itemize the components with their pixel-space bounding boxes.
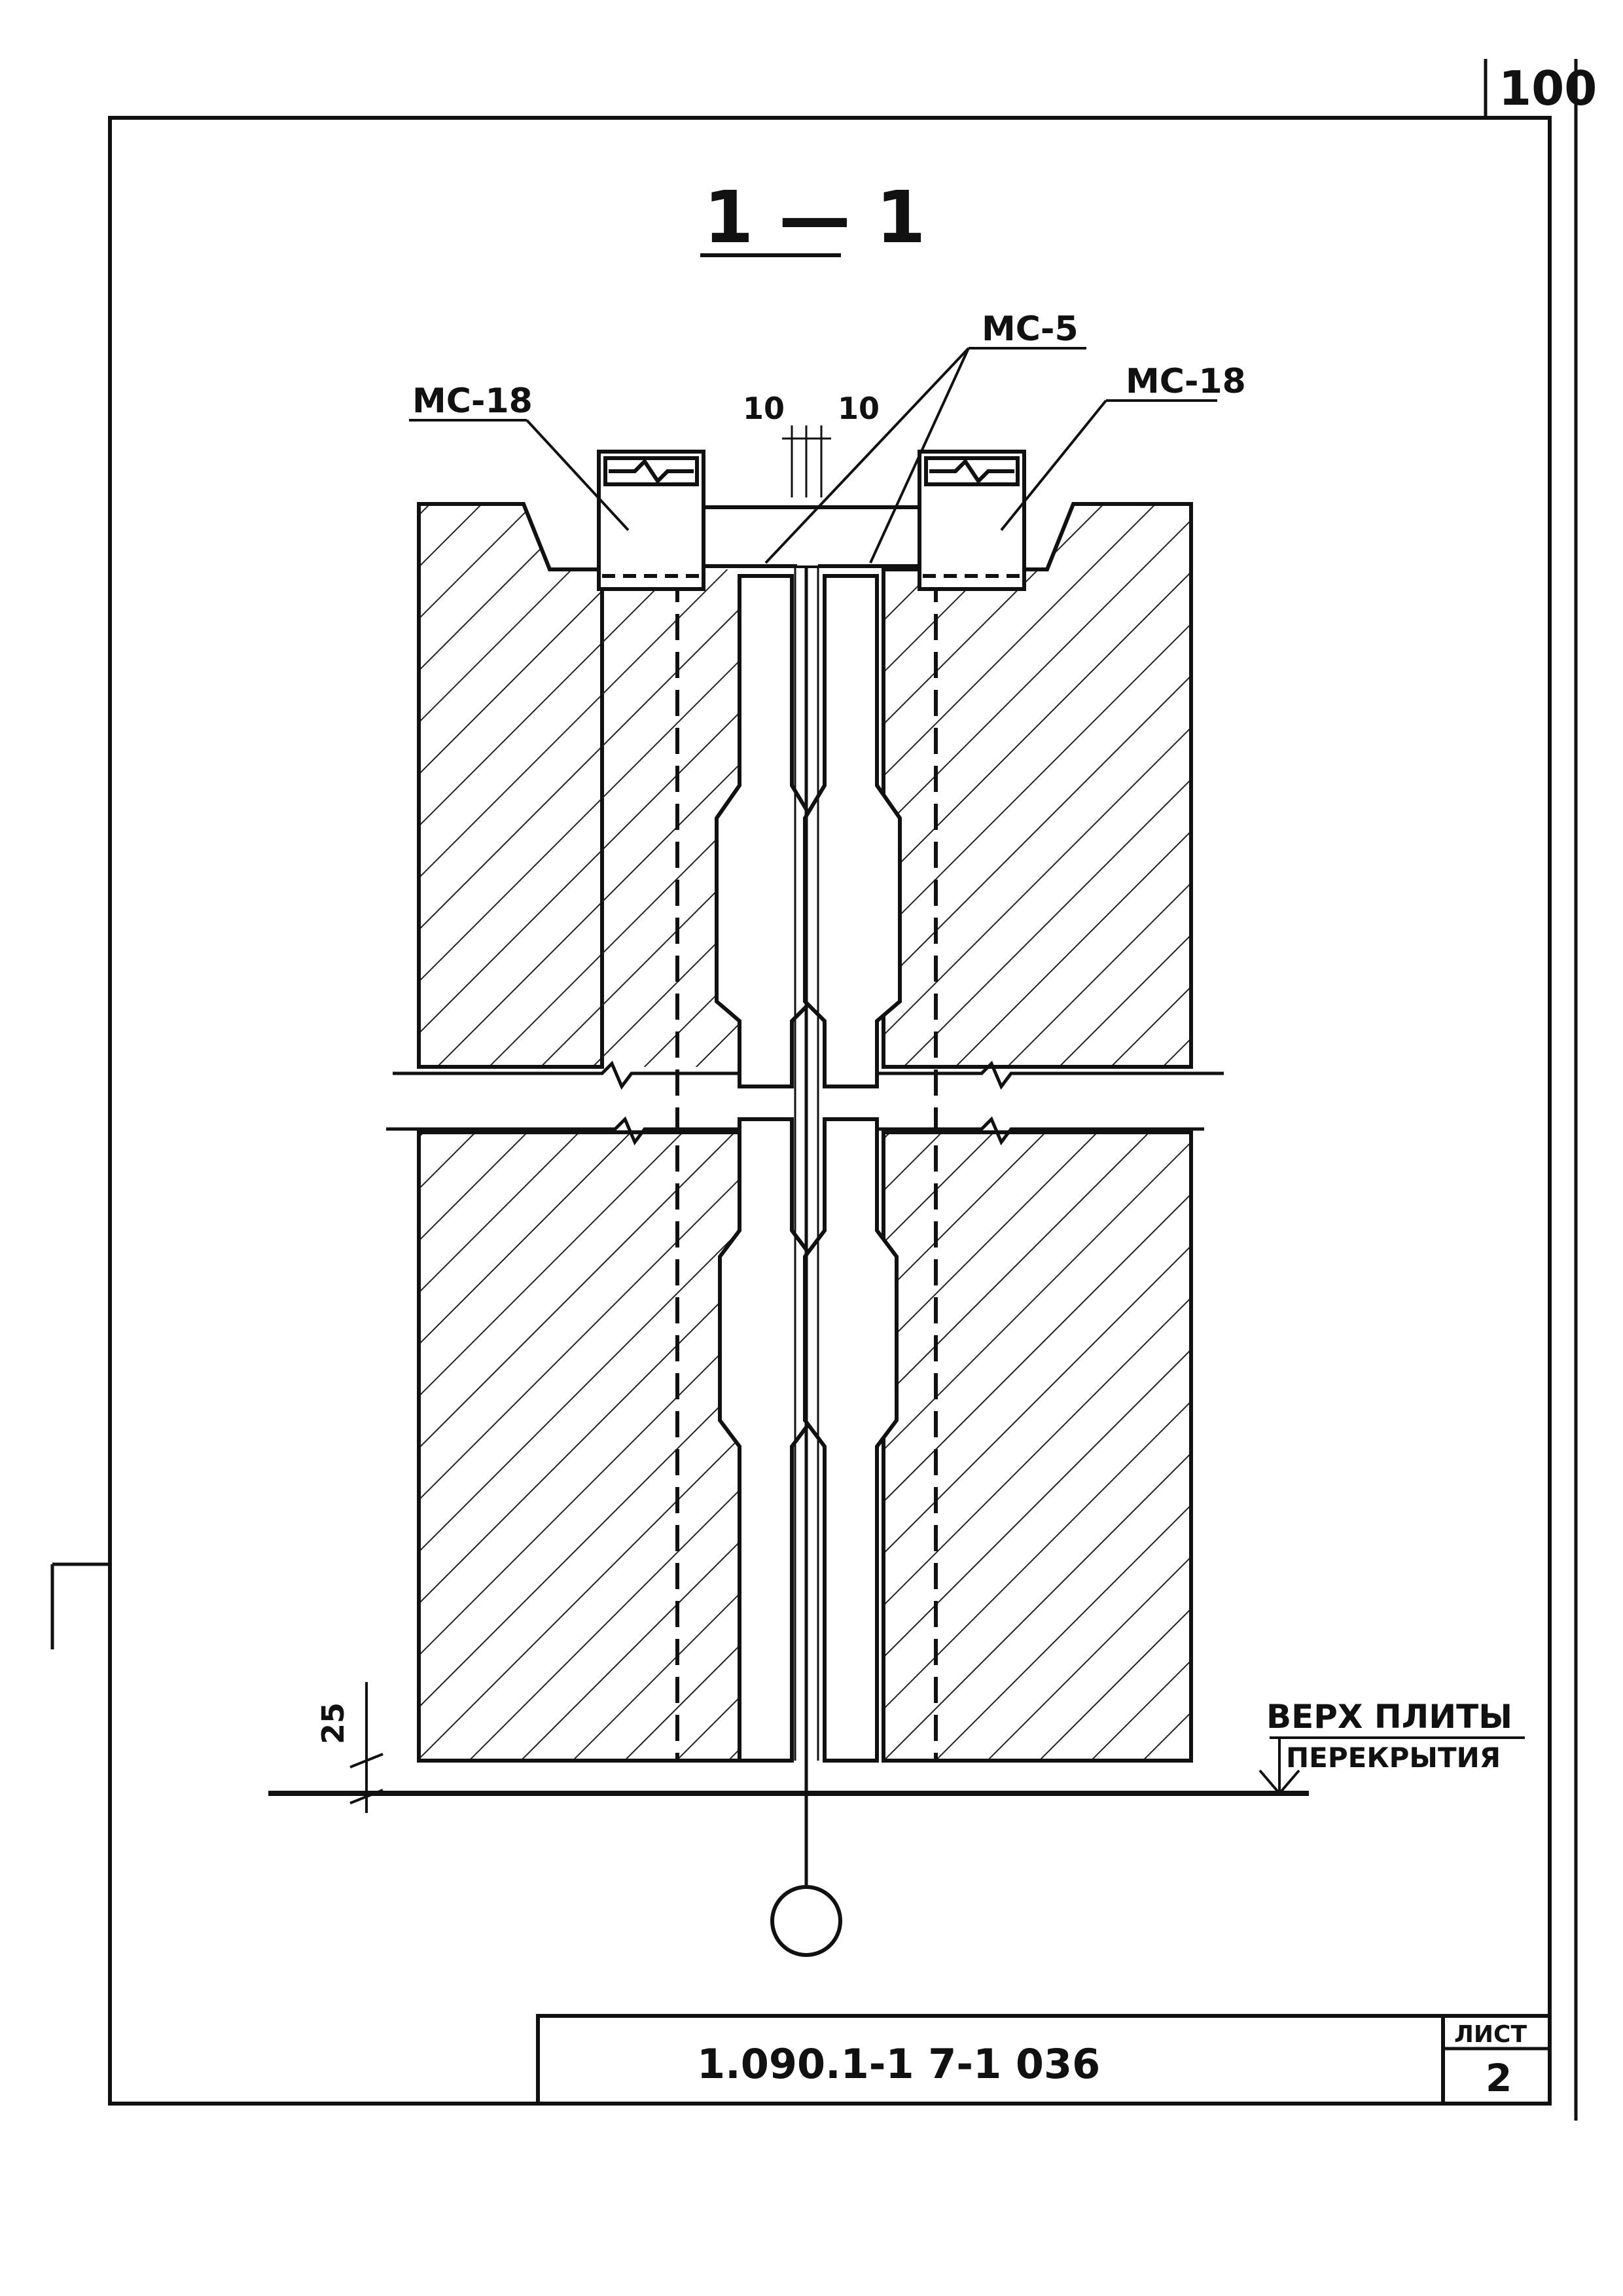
sheet-number: 2 <box>1486 2056 1512 2100</box>
concrete-wall-right-upper <box>882 502 1193 1069</box>
label-mc18-right: МС-18 <box>1126 362 1246 401</box>
central-channel <box>715 574 902 1763</box>
dim-10-right: 10 <box>838 391 880 426</box>
concrete-wall-left-upper <box>417 502 604 1069</box>
leader-mc5-a <box>764 347 970 564</box>
level-label-line2: ПЕРЕКРЫТИЯ <box>1286 1742 1501 1774</box>
dim-25-tick-bottom <box>349 1789 383 1804</box>
title-block <box>536 2014 1552 2106</box>
embedded-part-mc18-right <box>918 450 1026 591</box>
label-mc5: МС-5 <box>982 310 1079 349</box>
sheet-label: ЛИСТ <box>1454 2021 1527 2048</box>
doc-code: 1.090.1-1 7-1 036 <box>697 2040 1100 2088</box>
level-marker-arrow <box>1258 1769 1300 1796</box>
concrete-wall-left-lower <box>417 1130 741 1763</box>
axis-marker-circle <box>770 1885 842 1957</box>
drawing-frame <box>108 116 1552 2106</box>
leader-mc5-b <box>869 348 970 564</box>
level-label-line1: ВЕРХ ПЛИТЫ <box>1266 1698 1512 1736</box>
section-title: 1 — 1 <box>704 175 926 259</box>
label-mc18-left: МС-18 <box>412 382 533 421</box>
leader-mc18-left <box>526 419 630 531</box>
leader-mc18-right <box>1000 399 1107 531</box>
page-number: 100 <box>1499 61 1597 116</box>
break-line <box>386 1060 1224 1145</box>
embedded-part-mc18-left <box>597 450 705 591</box>
dim-25: 25 <box>315 1702 351 1744</box>
dim-10-left: 10 <box>743 391 785 426</box>
concrete-wall-right-lower <box>882 1130 1193 1763</box>
dim-25-tick-top <box>349 1753 383 1768</box>
